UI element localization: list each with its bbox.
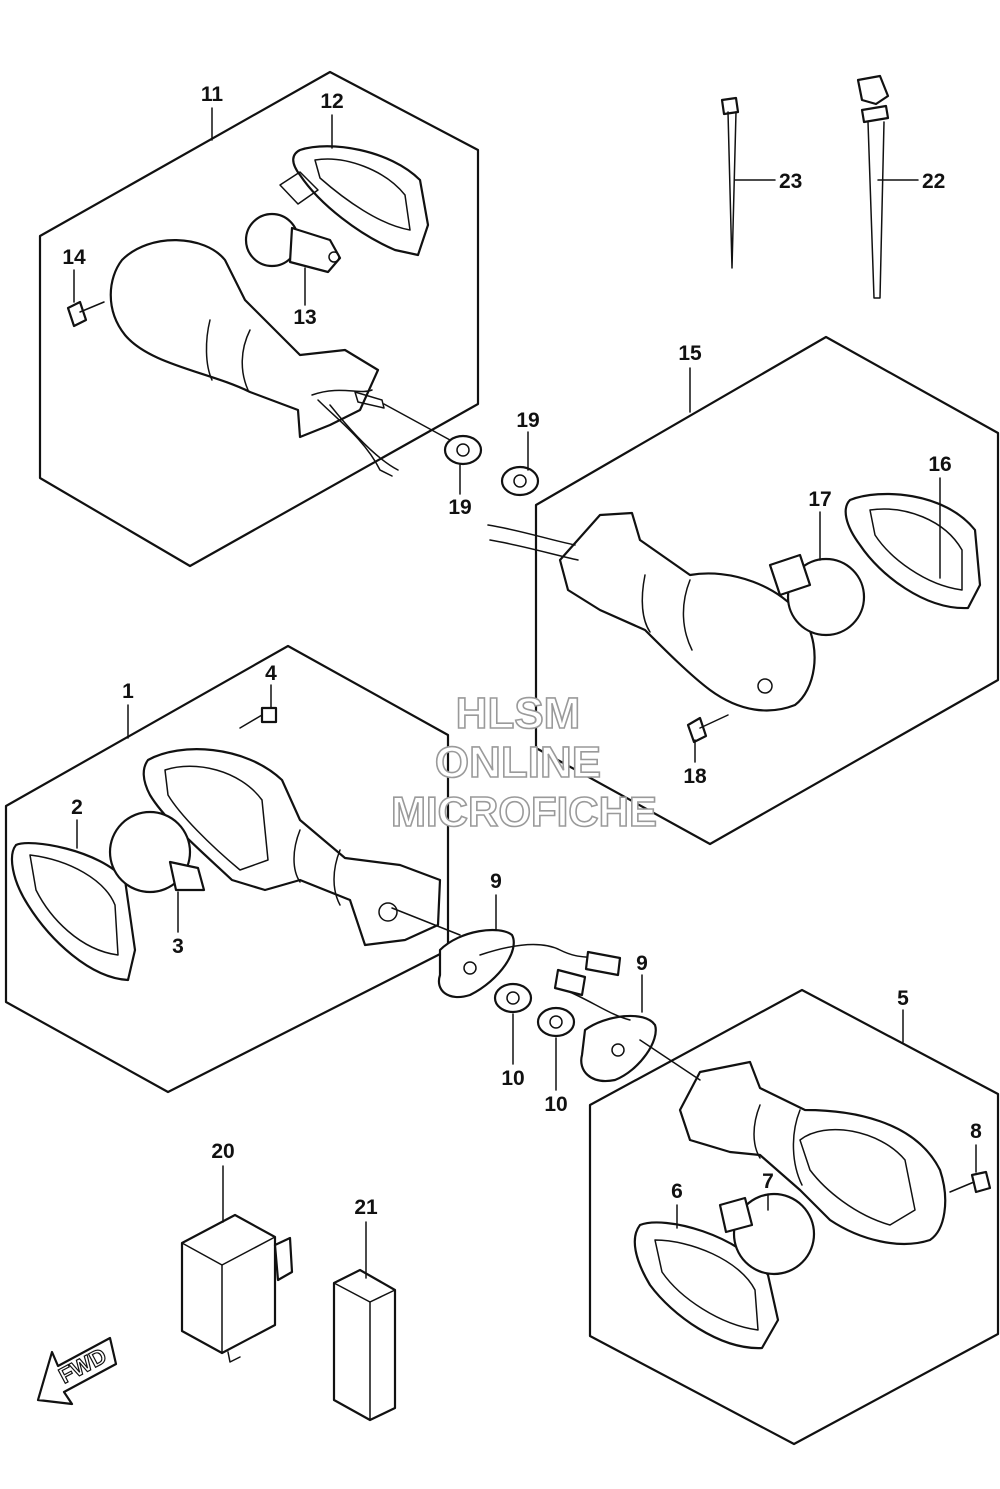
callout-12: 12 [320, 90, 343, 113]
callout-13: 13 [293, 306, 316, 329]
watermark: HLSM ONLINE MICROFICHE [390, 688, 658, 836]
cable-ties [720, 74, 890, 299]
group-box-5 [588, 988, 1000, 1446]
callout-20: 20 [211, 1140, 234, 1163]
callout-19-left: 19 [448, 496, 471, 519]
fwd-arrow-icon: FWD [36, 1336, 118, 1406]
turn-signal-assembly-15 [487, 492, 982, 744]
group-box-11 [38, 70, 480, 568]
callout-23: 23 [779, 170, 802, 193]
callout-15: 15 [678, 342, 702, 365]
watermark-line-3: MICROFICHE [391, 788, 657, 835]
callout-22: 22 [922, 170, 945, 193]
callout-8: 8 [970, 1120, 982, 1143]
callout-10-right: 10 [544, 1093, 567, 1116]
watermark-line-1: HLSM [456, 689, 581, 738]
turn-signal-assembly-11 [66, 145, 451, 477]
callout-7: 7 [762, 1170, 774, 1193]
callout-18: 18 [683, 765, 707, 788]
callout-17: 17 [808, 488, 831, 511]
callout-3: 3 [172, 935, 184, 958]
callout-16: 16 [928, 453, 951, 476]
callout-11: 11 [201, 83, 224, 106]
wiring-harness [437, 434, 657, 1083]
callout-21: 21 [354, 1196, 378, 1219]
callout-19-right: 19 [516, 409, 539, 432]
watermark-line-2: ONLINE [435, 738, 601, 787]
group-box-15 [534, 335, 1000, 846]
leader-lines [73, 107, 977, 1279]
callout-5: 5 [897, 987, 909, 1010]
turn-signal-assembly-5 [633, 1039, 992, 1350]
turn-signal-assembly-1 [10, 706, 461, 982]
relay-and-label [180, 1213, 397, 1422]
callout-9-right: 9 [636, 952, 648, 975]
callout-1: 1 [122, 680, 134, 703]
callout-14: 14 [62, 246, 86, 269]
callout-10-left: 10 [501, 1067, 524, 1090]
callout-6: 6 [671, 1180, 683, 1203]
callout-labels: 1 2 3 4 5 6 7 8 9 9 10 10 11 12 13 14 15… [62, 83, 982, 1219]
callout-4: 4 [265, 662, 277, 685]
callout-2: 2 [71, 796, 83, 819]
callout-9-left: 9 [490, 870, 502, 893]
